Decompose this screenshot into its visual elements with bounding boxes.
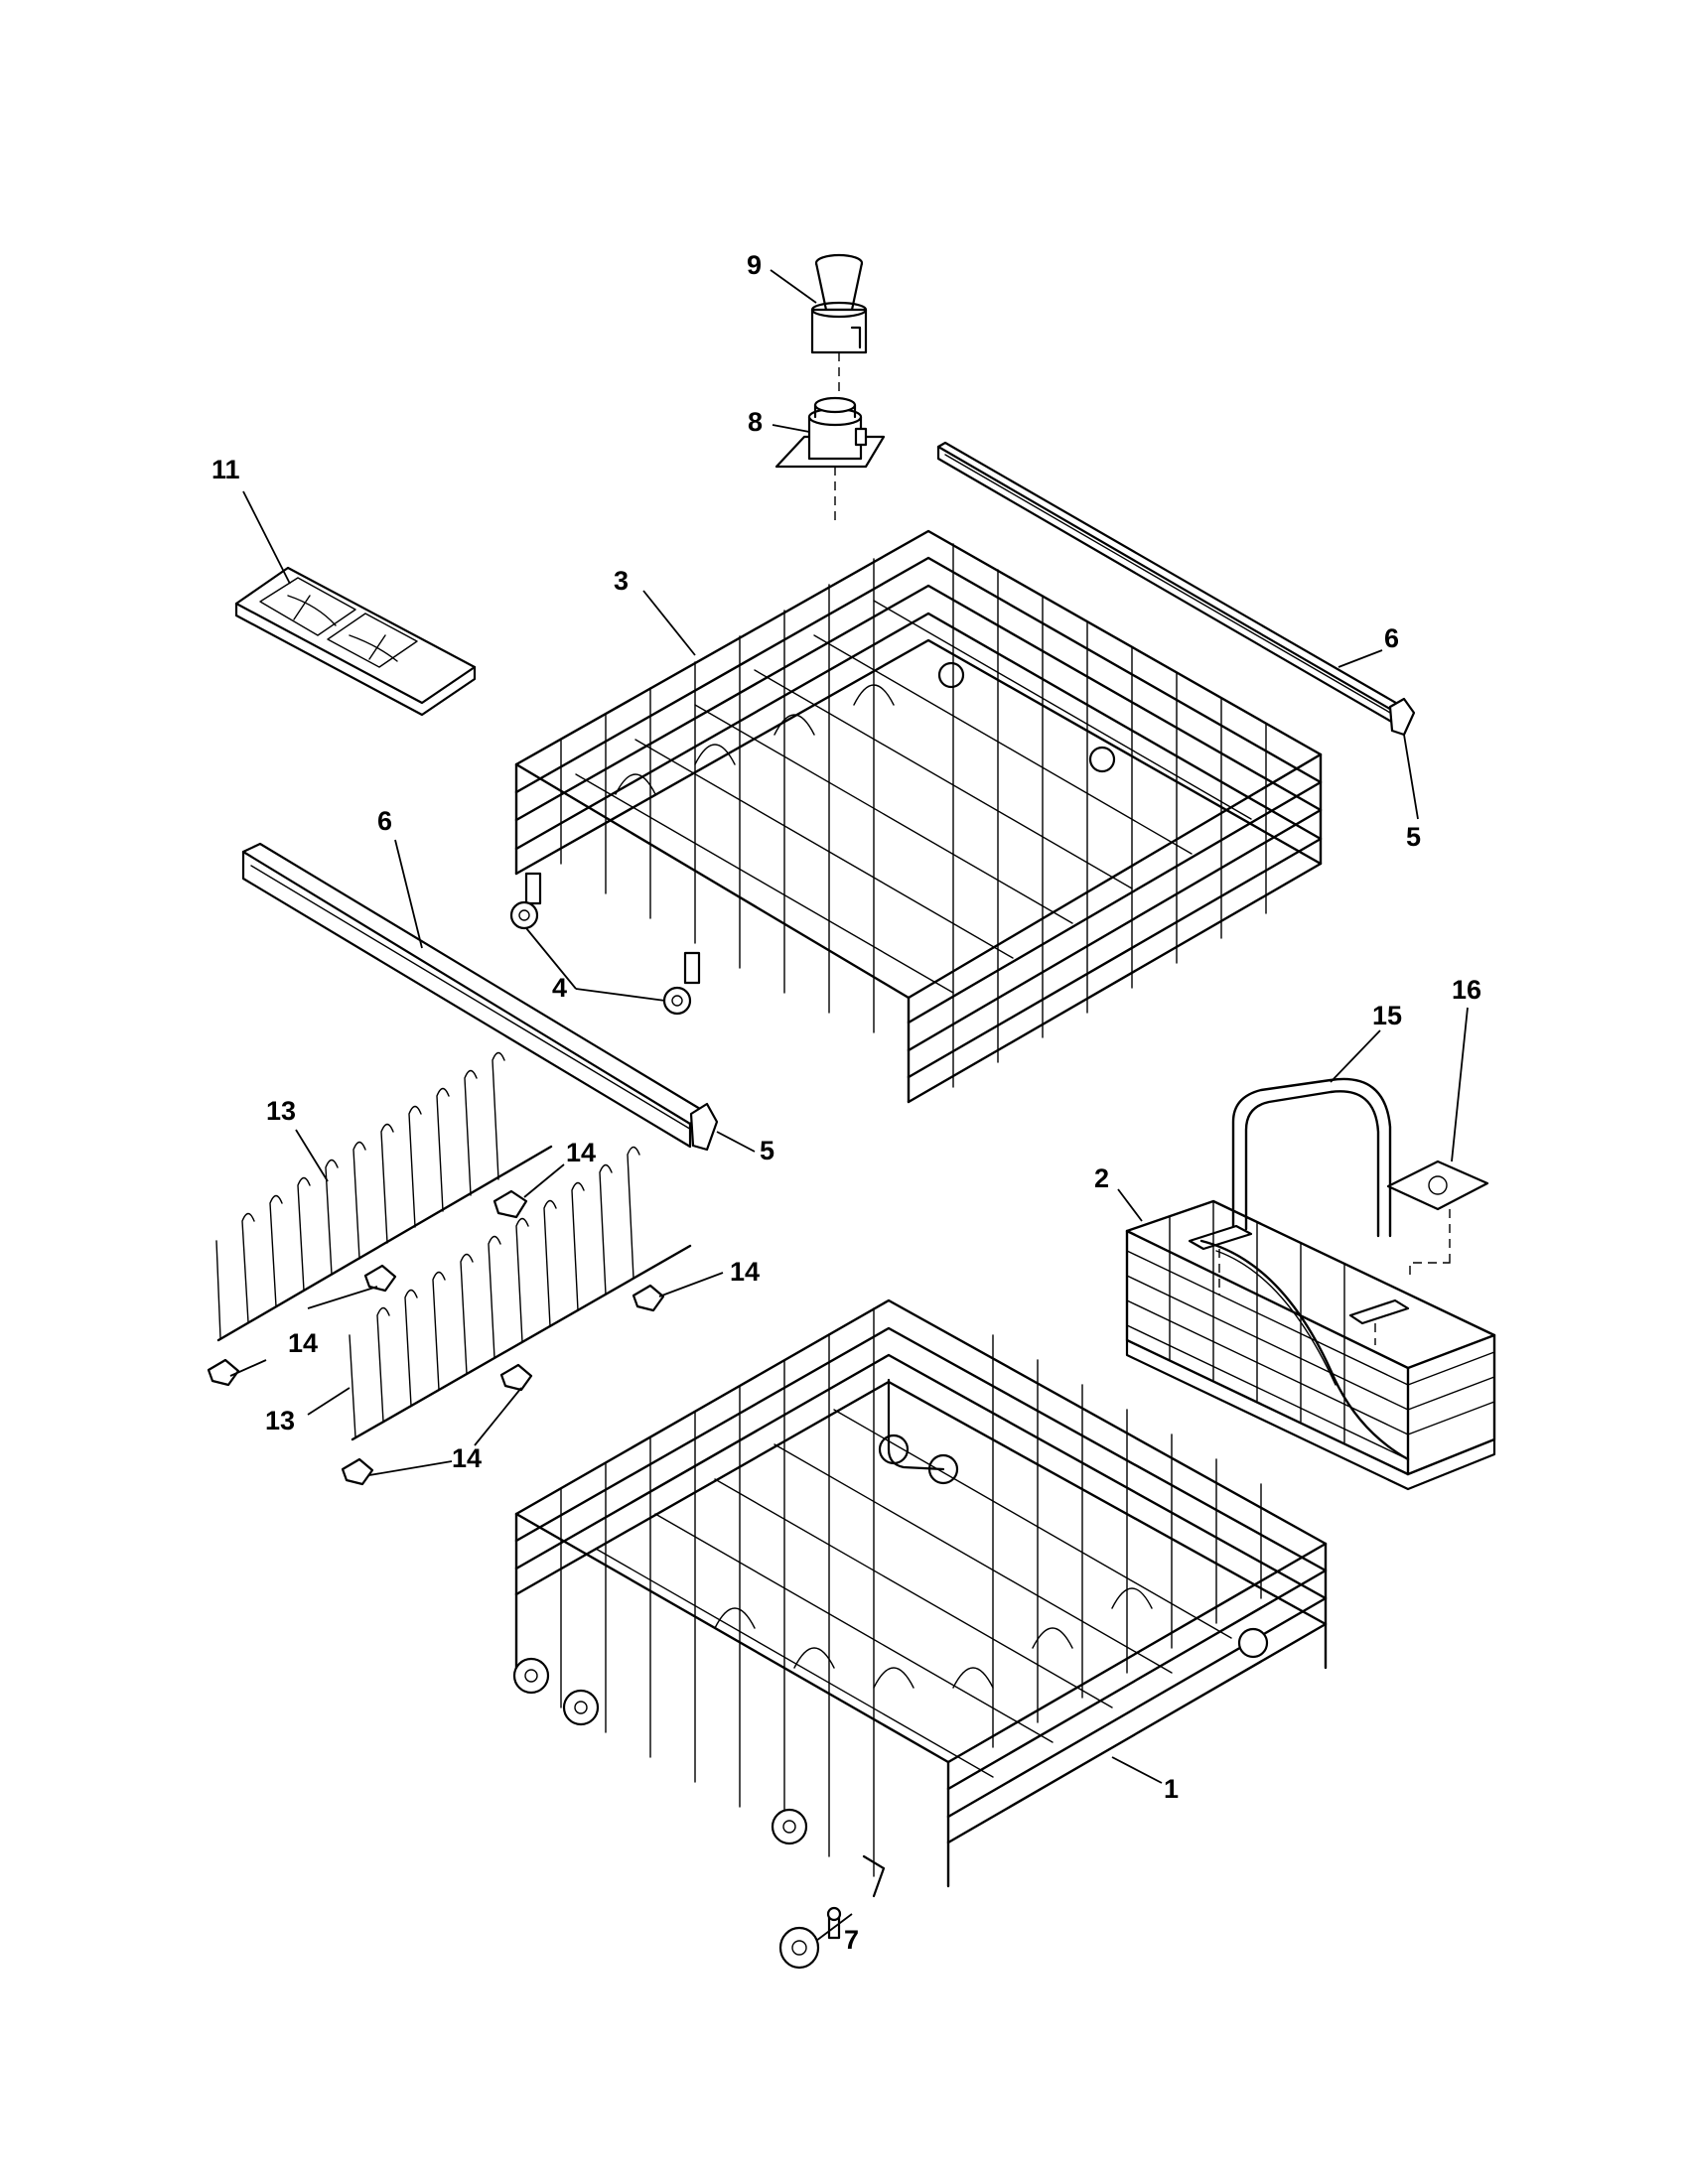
callout-5-right: 5	[1406, 822, 1421, 852]
part-16-lid	[1386, 1160, 1489, 1281]
callout-11: 11	[211, 455, 240, 484]
callout-2: 2	[1094, 1163, 1109, 1193]
callout-6-left: 6	[377, 806, 392, 836]
callout-5-left: 5	[760, 1136, 774, 1165]
part-3-upper-rack	[514, 529, 1323, 1104]
part-5-cap-left	[689, 1102, 719, 1152]
callout-14-d: 14	[452, 1443, 482, 1473]
callout-13-lower: 13	[265, 1406, 295, 1435]
callout-15: 15	[1372, 1001, 1402, 1030]
callout-14-c: 14	[288, 1328, 318, 1358]
callout-1: 1	[1164, 1774, 1179, 1804]
part-14-clips	[207, 1189, 665, 1486]
callout-16: 16	[1452, 975, 1481, 1005]
part-6-rail-right	[936, 441, 1410, 729]
part-13-tines-upper	[215, 1051, 553, 1342]
callout-6-right: 6	[1384, 623, 1399, 653]
part-9-nozzle	[810, 253, 868, 392]
part-2-basket	[1125, 1199, 1496, 1491]
callout-14-a: 14	[566, 1138, 596, 1167]
callout-8: 8	[748, 407, 763, 437]
callout-labels: 9 8 11 3 6 5 6 4 5 16 15 2 13 14 14 14 1…	[211, 250, 1481, 1955]
part-7-wheel	[778, 1906, 842, 1970]
callout-9: 9	[747, 250, 762, 280]
leader-lines	[229, 269, 1469, 1942]
part-4-rollers	[509, 900, 692, 1016]
part-1-lower-rack	[512, 1298, 1328, 1898]
part-11-tray	[234, 566, 477, 717]
part-6-rail-left	[241, 842, 707, 1149]
callout-13-upper: 13	[266, 1096, 296, 1126]
part-8-mount	[774, 396, 886, 526]
callout-7: 7	[844, 1925, 859, 1955]
part-13-tines-lower	[349, 1146, 692, 1441]
callout-14-b: 14	[730, 1257, 760, 1287]
part-15-handle	[1188, 1077, 1410, 1345]
part-5-cap-right	[1388, 697, 1416, 737]
callout-3: 3	[614, 566, 629, 596]
callout-4: 4	[552, 973, 567, 1003]
